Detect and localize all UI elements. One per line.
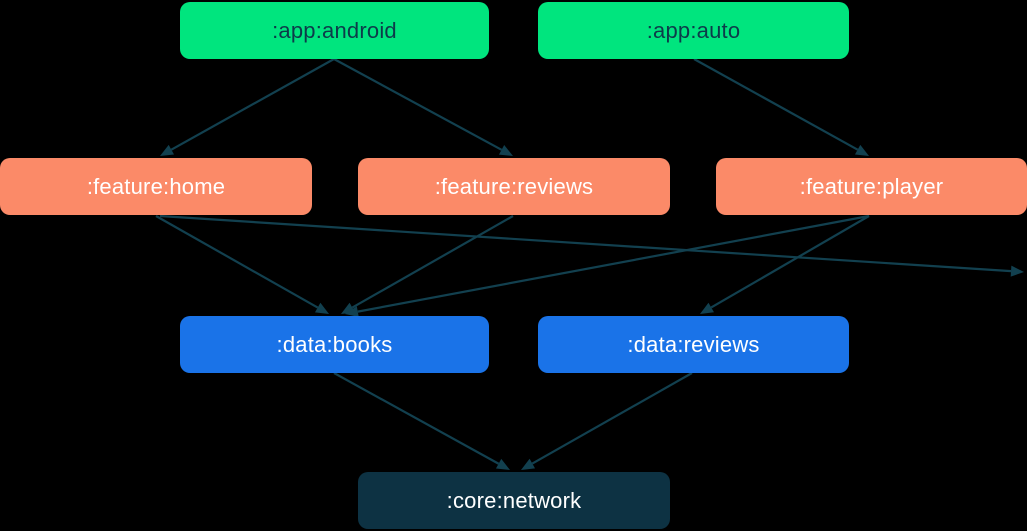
edge-line xyxy=(351,215,514,309)
edge-arrowhead xyxy=(314,302,329,314)
node-app-android[interactable]: :app:android xyxy=(180,2,489,59)
node-label: :app:android xyxy=(272,17,397,43)
node-feature-home[interactable]: :feature:home xyxy=(0,158,312,215)
node-data-reviews[interactable]: :data:reviews xyxy=(538,316,849,373)
edge-line xyxy=(155,215,319,309)
edge-line xyxy=(333,372,500,465)
edge-arrowhead xyxy=(498,144,513,156)
edge-arrowhead xyxy=(341,302,356,314)
node-feature-reviews[interactable]: :feature:reviews xyxy=(358,158,670,215)
node-label: :core:network xyxy=(446,487,582,513)
edge-arrowhead xyxy=(521,458,536,470)
node-label: :feature:player xyxy=(799,173,944,199)
edge-arrowhead xyxy=(700,302,715,314)
edge-arrowhead xyxy=(854,144,869,156)
node-feature-player[interactable]: :feature:player xyxy=(716,158,1027,215)
node-app-auto[interactable]: :app:auto xyxy=(538,2,849,59)
edge-line xyxy=(159,214,1012,273)
node-data-books[interactable]: :data:books xyxy=(180,316,489,373)
edge-line xyxy=(357,214,870,313)
edge-line xyxy=(333,58,503,151)
edge-line xyxy=(170,58,335,151)
node-label: :feature:home xyxy=(86,173,226,199)
edge-arrowhead xyxy=(495,458,510,470)
edge-line xyxy=(693,58,859,151)
edge-arrowhead xyxy=(1010,265,1024,277)
node-label: :data:books xyxy=(276,331,393,357)
node-label: :data:reviews xyxy=(627,331,760,357)
node-core-network[interactable]: :core:network xyxy=(358,472,670,529)
node-label: :feature:reviews xyxy=(434,173,594,199)
edge-line xyxy=(710,215,870,309)
edge-arrowhead xyxy=(160,144,175,156)
node-label: :app:auto xyxy=(646,17,741,43)
edge-line xyxy=(531,372,693,465)
